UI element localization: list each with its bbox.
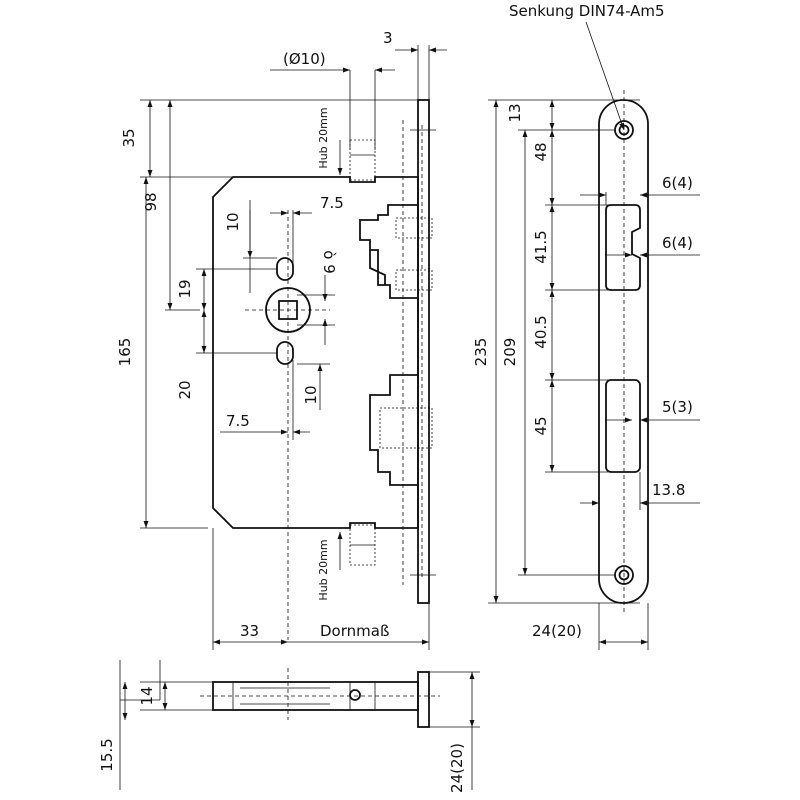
dim-bottom-hole-offset: 10 (302, 385, 320, 404)
follower-pin-top (349, 139, 376, 181)
dim-pin-diameter: (Ø10) (283, 50, 326, 68)
forend-plate (417, 99, 430, 604)
dim-top-to-follower: 35 (120, 128, 138, 147)
bolt-slot (605, 379, 641, 473)
dim-top-hole-horizontal: 7.5 (320, 194, 344, 212)
dim-bottom-faceplate-width: 24(20) (448, 743, 466, 793)
dim-bolt-slot: 45 (532, 416, 550, 435)
front-view (212, 99, 436, 640)
dim-between-slots: 40.5 (532, 315, 550, 348)
dim-top-hole-offset: 10 (224, 212, 242, 231)
dim-backset-label: Dornmaß (320, 622, 389, 640)
faceplate-view (598, 90, 649, 615)
faceplate-outline (598, 99, 649, 604)
dim-bottom-hole-horizontal: 7.5 (226, 412, 250, 430)
lock-case-outline (212, 176, 419, 529)
dim-backset-case: 33 (240, 622, 259, 640)
dim-faceplate-width: 24(20) (532, 622, 582, 640)
front-view-dimensions: 35 98 165 (Ø10) 3 Hub 20mm Hub 20mm 10 (116, 29, 447, 650)
bottom-view (200, 668, 440, 728)
dim-faceplate-thickness: 3 (383, 29, 393, 47)
dim-spindle-square: ò 9 (320, 250, 338, 274)
bottom-view-dimensions: 14 15.5 24(20) (98, 660, 480, 793)
dim-slot-offset: 13.8 (652, 481, 685, 499)
dim-case-height: 165 (116, 338, 134, 367)
latch-slot (605, 204, 641, 291)
dim-latch-slot-width-2: 6(4) (662, 234, 693, 252)
dim-screw-distance: 209 (501, 338, 519, 367)
forend-bottom-outline (417, 671, 430, 728)
dim-latch-slot: 41.5 (532, 230, 550, 263)
top-oval-hole (276, 257, 294, 281)
dim-top-hole-to-spindle: 19 (176, 279, 194, 298)
countersink-note: Senkung DIN74-Am5 (509, 2, 665, 20)
dim-spindle-to-bottom-hole: 20 (176, 380, 194, 399)
dim-to-latch-slot: 48 (532, 142, 550, 161)
dim-forend-offset: 15.5 (98, 738, 116, 771)
dim-bolt-slot-width: 5(3) (662, 398, 693, 416)
dead-bolt (369, 374, 418, 486)
bottom-oval-hole (276, 341, 294, 365)
dim-case-to-follower: 98 (142, 192, 160, 211)
bottom-view-screw (349, 689, 361, 701)
faceplate-dimensions: Senkung DIN74-Am5 235 209 13 48 41.5 40.… (472, 2, 700, 650)
latch-bolt (359, 204, 418, 299)
dim-top-margin: 13 (506, 103, 524, 122)
dim-latch-slot-width-1: 6(4) (662, 174, 693, 192)
dim-total-length: 235 (472, 338, 490, 367)
dim-stroke-top: Hub 20mm (317, 107, 330, 168)
dim-case-thickness: 14 (138, 686, 156, 705)
dim-stroke-bottom: Hub 20mm (317, 539, 330, 600)
